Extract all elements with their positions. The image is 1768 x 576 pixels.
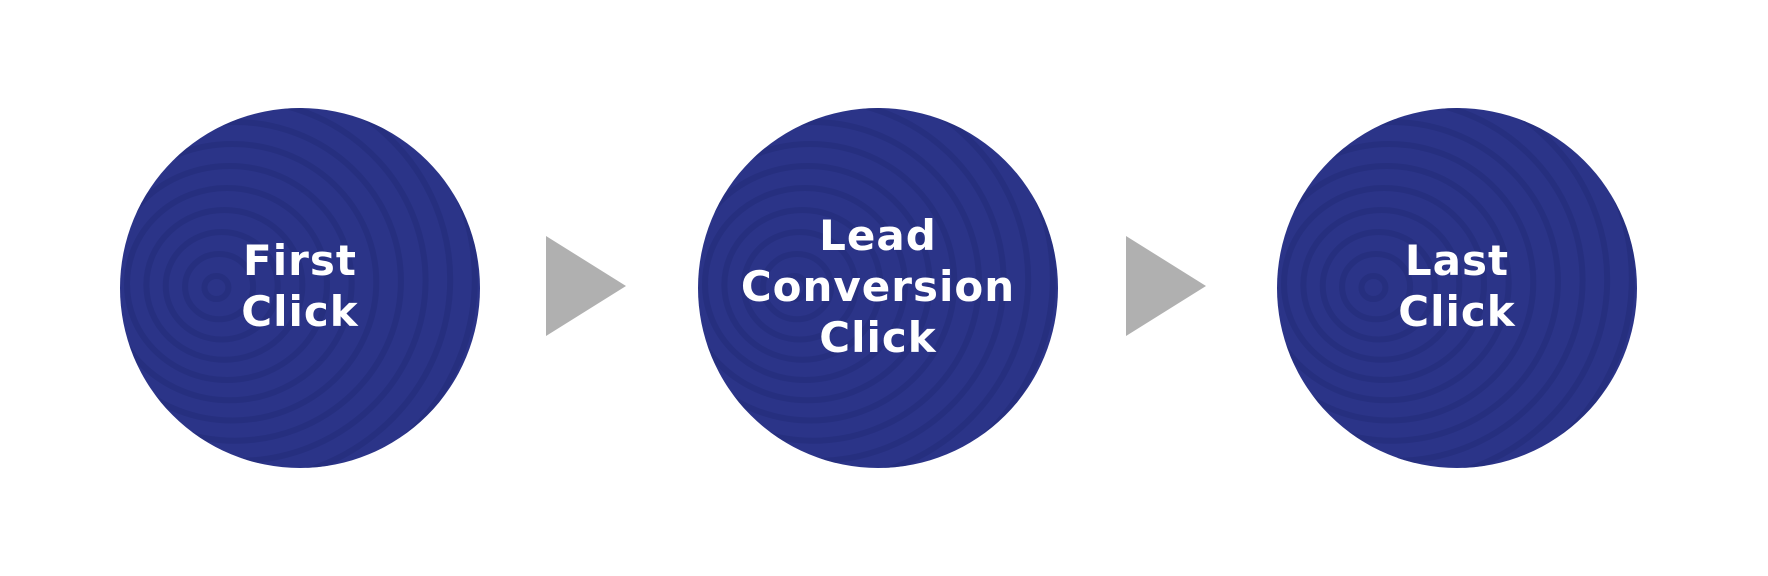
first-click-circle: First Click — [120, 108, 480, 468]
arrow-right-icon — [546, 236, 626, 336]
last-click-label: Last Click — [1398, 235, 1515, 337]
label-line: Click — [819, 312, 937, 362]
ripple-texture — [698, 108, 1058, 468]
label-line: Click — [1398, 287, 1516, 336]
label-line: Click — [241, 287, 359, 336]
first-click-label: First Click — [241, 235, 358, 337]
ripple-texture — [1277, 108, 1637, 468]
ripple-texture — [120, 108, 480, 468]
lead-conversion-click-circle: Lead Conversion Click — [698, 108, 1058, 468]
label-line: Last — [1404, 236, 1510, 285]
label-line: First — [243, 236, 357, 285]
label-line: Lead — [819, 210, 937, 260]
arrow-right-icon — [1126, 236, 1206, 336]
last-click-circle: Last Click — [1277, 108, 1637, 468]
label-line: Conversion — [740, 261, 1016, 311]
lead-conversion-click-label: Lead Conversion Click — [741, 210, 1015, 363]
